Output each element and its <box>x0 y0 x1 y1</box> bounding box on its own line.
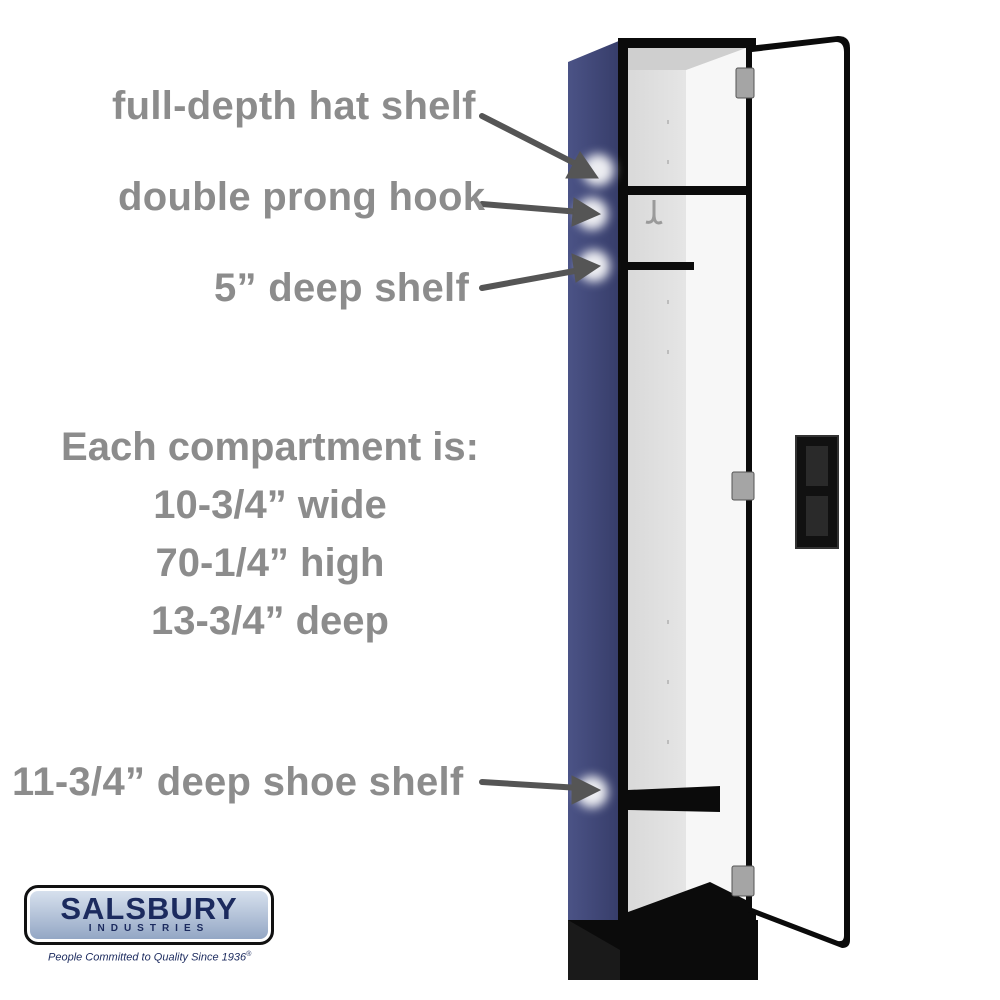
door-lock <box>795 435 839 549</box>
shoe-shelf <box>628 786 720 812</box>
dimension-width: 10-3/4” wide <box>153 483 387 527</box>
dimension-depth: 13-3/4” deep <box>151 599 389 643</box>
registered-mark: ® <box>246 951 252 958</box>
compartment-dimensions: Each compartment is: 10-3/4” wide 70-1/4… <box>60 418 480 650</box>
five-inch-shelf <box>628 262 694 270</box>
hook-label: double prong hook <box>118 175 486 219</box>
dimensions-heading: Each compartment is: <box>61 425 479 469</box>
logo-subtitle: INDUSTRIES <box>88 923 210 934</box>
double-prong-hook <box>645 200 663 225</box>
deep-shelf-label: 5” deep shelf <box>214 266 470 310</box>
hat-shelf <box>628 186 746 195</box>
tagline-text: People Committed to Quality Since 1936 <box>48 951 247 964</box>
hat-shelf-label: full-depth hat shelf <box>112 84 476 128</box>
logo-tagline: People Committed to Quality Since 1936® <box>48 951 251 964</box>
logo-name: SALSBURY <box>60 891 238 926</box>
callout-arrows <box>479 113 614 808</box>
dimension-height: 70-1/4” high <box>155 541 385 585</box>
shoe-shelf-label: 11-3/4” deep shoe shelf <box>12 760 464 804</box>
salsbury-logo: SALSBURY INDUSTRIES <box>24 885 274 947</box>
door-hinges <box>731 67 755 897</box>
